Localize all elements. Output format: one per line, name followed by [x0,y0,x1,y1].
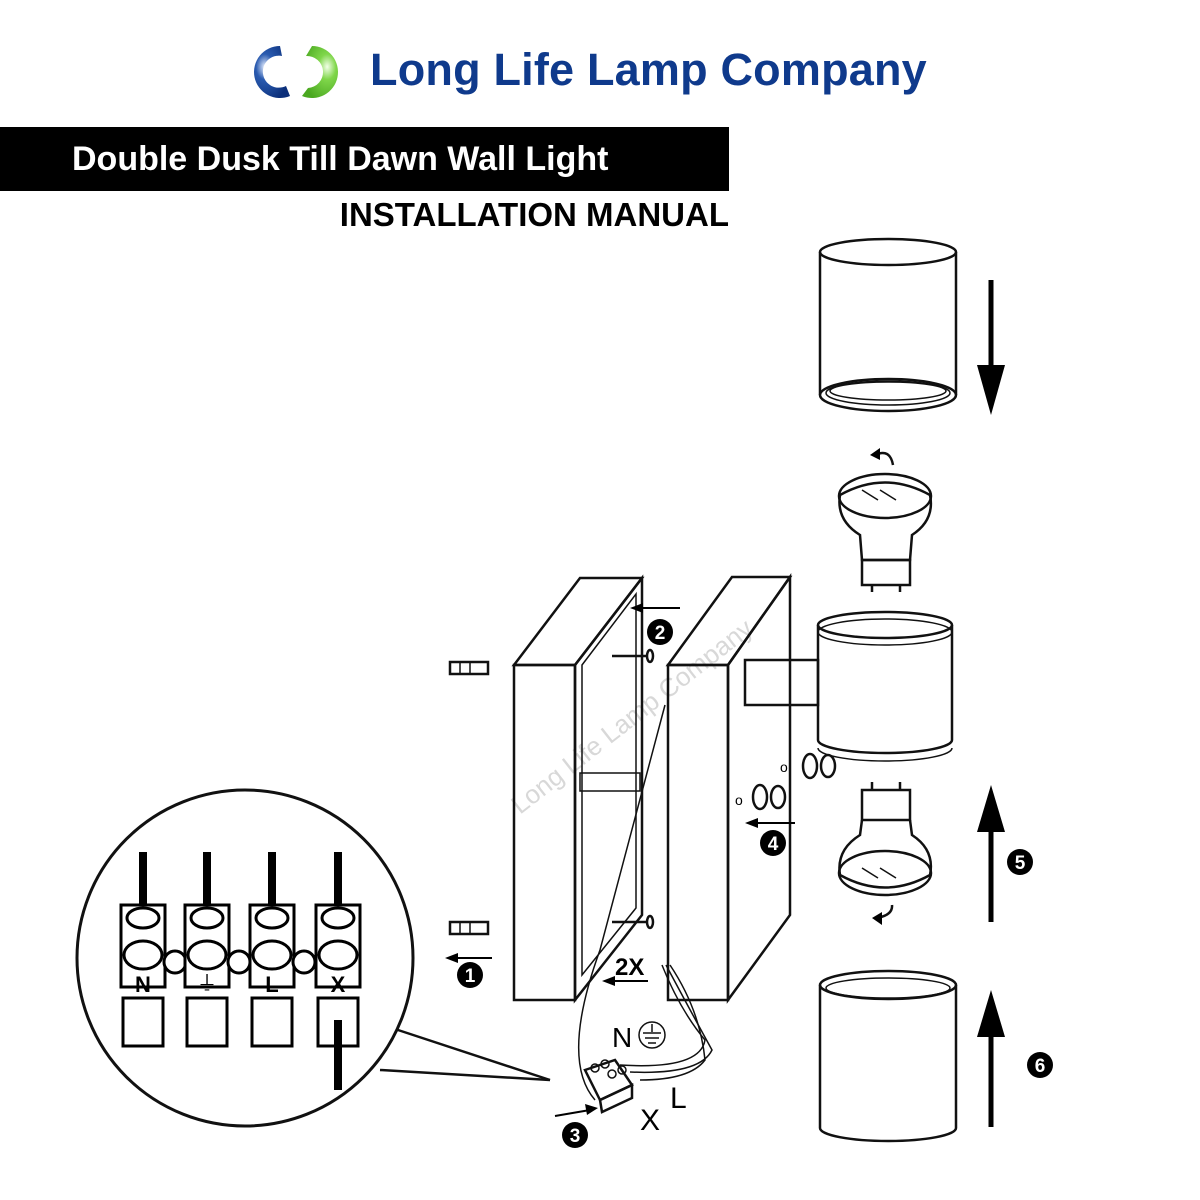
step-4-badge: 4 [760,830,786,856]
earth-icon [638,1021,666,1049]
terminal-hole [189,906,225,930]
terminal-base [185,996,229,1048]
terminal-connector [583,1058,634,1114]
arrow-left-icon [745,818,795,828]
step-2-badge: 2 [647,619,673,645]
terminal-screw [122,939,164,971]
wall-plug [448,920,490,936]
wire-label-x: X [640,1104,660,1137]
magnified-terminal-block: N ⏚ L X [75,788,551,1128]
svg-text:4: 4 [768,834,779,855]
company-logo [254,46,338,98]
lamp-body [743,610,954,762]
screw-count-label: 2X [615,954,644,981]
terminal-hole [254,906,290,930]
terminal-screw [317,939,359,971]
arrow-down-icon [977,280,1005,415]
svg-text:2: 2 [655,623,666,644]
step-5-badge: 5 [1007,849,1033,875]
bottom-shade [818,969,958,1143]
step-1-badge: 1 [457,962,483,988]
terminal-label-earth: ⏚ [197,973,217,995]
svg-text:o: o [780,759,788,775]
mounting-plate [511,574,645,1004]
terminal-screw [186,939,228,971]
wall-box [665,573,793,1004]
brand-name: Long Life Lamp Company [370,44,927,95]
svg-text:o: o [735,792,743,808]
terminal-base [121,996,165,1048]
arrow-up-icon [977,785,1005,922]
product-title: Double Dusk Till Dawn Wall Light [72,140,609,178]
title-bar: Double Dusk Till Dawn Wall Light [0,127,729,191]
svg-text:5: 5 [1015,853,1026,874]
seal-gaskets: oo [735,752,837,811]
terminal-label-n: N [135,972,151,997]
terminal-hole [125,906,161,930]
terminal-link [226,949,252,975]
step-3-badge: 3 [562,1122,588,1148]
arrow-left-icon [602,976,648,986]
arrow-left-icon [445,953,492,963]
terminal-hole [320,906,356,930]
arrow-left-icon [630,603,680,613]
terminal-label-l: L [265,972,278,997]
screw [612,914,655,930]
wall-plug [448,660,490,676]
top-shade [818,237,958,413]
arrow-up-icon [977,990,1005,1127]
watermark: Long Life Lamp Company [505,613,758,820]
terminal-base [250,996,294,1048]
screw [612,648,655,664]
terminal-link [291,949,317,975]
lower-bulb [837,782,933,925]
wires [577,704,713,1101]
arrow-icon [554,1104,598,1117]
document-type: INSTALLATION MANUAL [339,196,729,233]
terminal-label-x: X [331,972,346,997]
upper-bulb [837,448,933,592]
svg-text:6: 6 [1035,1056,1046,1077]
svg-text:3: 3 [570,1126,581,1147]
terminal-link [162,949,188,975]
wire-label-n: N [612,1022,632,1053]
wire-label-l: L [670,1082,687,1115]
terminal-screw [251,939,293,971]
svg-text:1: 1 [465,966,476,987]
step-6-badge: 6 [1027,1052,1053,1078]
